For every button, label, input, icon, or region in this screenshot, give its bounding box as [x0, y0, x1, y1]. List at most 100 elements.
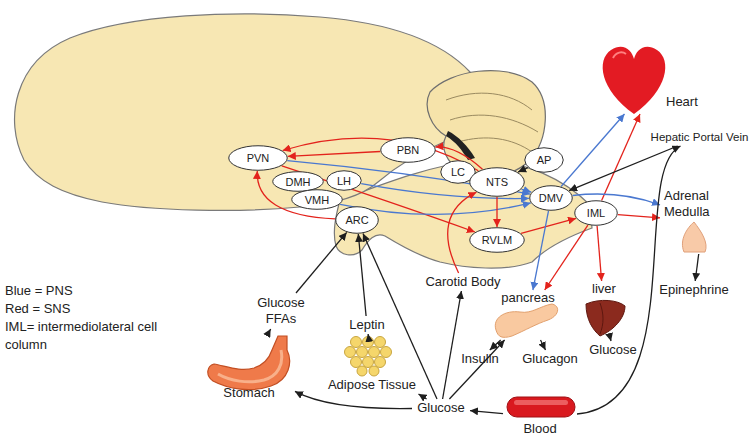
arrow-connector — [268, 329, 270, 333]
nucleus-ellipse: PVN — [228, 145, 288, 171]
organ-adrenal: Adrenal Medulla — [660, 188, 746, 254]
node-label: Glucose — [412, 399, 470, 417]
node-label: VMH — [291, 189, 343, 210]
node-label: Blood — [503, 421, 577, 437]
arrow-connector — [602, 114, 640, 200]
arrow-connector — [496, 197, 497, 227]
arrow-connector — [449, 340, 504, 399]
node-label: Glucagon — [517, 350, 583, 368]
arrow-connector — [367, 334, 369, 336]
vessel-label: Hepatic Portal Vein — [650, 128, 749, 146]
node-label: Heart — [666, 94, 710, 110]
arrow-connector — [490, 340, 501, 350]
nucleus-ellipse: PBN — [380, 137, 436, 163]
nucleus-ellipse: RVLM — [469, 227, 525, 253]
stomach-illustration — [208, 336, 290, 390]
arrow-connector — [288, 152, 380, 157]
node-label: Glucose FFAs — [250, 293, 312, 329]
node-label: PBN — [380, 137, 436, 163]
hormone-label: Epinephrine — [653, 281, 735, 299]
node-label: Stomach — [203, 385, 295, 401]
organ-adipose: Adipose Tissue — [322, 336, 422, 394]
node-label: Leptin — [344, 316, 390, 334]
metabolite-label: Glucose — [584, 341, 642, 359]
node-label: Hepatic Portal Vein — [650, 128, 749, 146]
arrow-connector — [610, 339, 612, 341]
arrow-connector — [533, 211, 549, 290]
ellipse-outline — [292, 190, 343, 210]
arrow-connector — [363, 234, 437, 400]
nucleus-ellipse: DMV — [529, 185, 573, 211]
node-label: PVN — [228, 145, 288, 171]
ventricle-notch — [446, 131, 475, 160]
arrow-connector — [569, 146, 678, 191]
metabolite-label: Glucose FFAs — [250, 293, 312, 329]
nucleus-ellipse: LH — [326, 170, 362, 191]
metabolite-label: Glucose — [412, 399, 470, 417]
arrow-connector — [518, 168, 528, 173]
node-label: IML — [574, 200, 618, 226]
arrow-connector — [521, 218, 576, 233]
organ-liver: liver — [580, 281, 628, 339]
nucleus-ellipse: NTS — [469, 167, 525, 197]
node-label: DMV — [529, 185, 573, 211]
cerebrum — [15, 14, 475, 211]
ellipse-outline — [381, 138, 436, 163]
adrenal-illustration — [682, 222, 706, 252]
node-label: pancreas — [488, 290, 568, 306]
legend-text: Red = SNS — [5, 300, 183, 318]
legend-text: IML= intermediolateral cell column — [5, 318, 183, 354]
ellipse-outline — [470, 168, 525, 197]
hormone-label: Leptin — [344, 316, 390, 334]
arrow-connector — [577, 146, 681, 414]
node-label: AP — [524, 147, 564, 173]
legend-text: Blue = PNS — [5, 282, 183, 300]
ellipse-outline — [575, 201, 618, 226]
ellipse-outline — [273, 172, 324, 192]
arrow-connector — [541, 340, 546, 350]
blood-vessel-node: Blood — [503, 395, 577, 439]
blood-vessel — [507, 397, 575, 417]
liver-illustration — [586, 300, 625, 336]
nucleus-ellipse: VMH — [291, 189, 343, 210]
nucleus-ellipse: DMH — [272, 171, 324, 192]
sensor-label: Carotid Body — [418, 273, 508, 291]
node-label: liver — [580, 281, 628, 297]
arrow-connector — [597, 226, 602, 281]
node-label: Adrenal Medulla — [664, 188, 746, 220]
node-label: DMH — [272, 171, 324, 192]
arrow-connector — [443, 291, 462, 399]
arrow-connector — [358, 234, 366, 316]
nucleus-ellipse: ARC — [335, 206, 379, 234]
node-label: Insulin — [455, 350, 505, 368]
node-label: Adipose Tissue — [322, 377, 422, 393]
pancreas-illustration — [495, 304, 557, 337]
arrow-connector — [695, 254, 699, 281]
arrow-connector — [561, 114, 624, 187]
organ-stomach: Stomach — [203, 333, 295, 401]
heart-illustration — [603, 47, 666, 114]
nucleus-ellipse: IML — [574, 200, 618, 226]
arrow-connector — [296, 232, 347, 293]
arrow-connector — [618, 215, 660, 218]
arrow-connector — [419, 394, 427, 399]
ellipse-outline — [525, 148, 564, 173]
ellipse-outline — [530, 186, 573, 211]
node-label: RVLM — [469, 227, 525, 253]
stomach-lining — [218, 350, 282, 382]
hormone-label: Insulin — [455, 350, 505, 368]
organ-heart: Heart — [602, 42, 710, 114]
liver-lobe — [600, 303, 603, 334]
ellipse-outline — [327, 171, 362, 191]
node-label: Carotid Body — [418, 273, 508, 291]
ellipse-outline — [229, 146, 288, 171]
adipose-illustration — [345, 337, 392, 377]
ellipse-outline — [470, 228, 525, 253]
ellipse-outline — [336, 207, 379, 234]
arrow-connector — [522, 189, 532, 192]
nucleus-ellipse: AP — [524, 147, 564, 173]
node-label: NTS — [469, 167, 525, 197]
blood-shine — [514, 400, 568, 405]
node-label: Glucose — [584, 341, 642, 359]
